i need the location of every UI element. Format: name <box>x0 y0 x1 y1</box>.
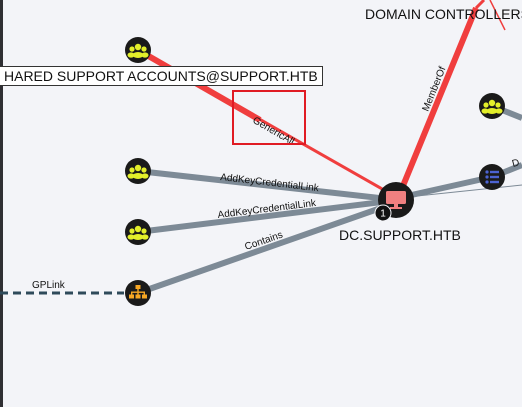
edge-memberof[interactable] <box>395 6 479 200</box>
list-icon <box>485 170 499 184</box>
gpo-node[interactable] <box>479 164 505 190</box>
group-node-right[interactable] <box>479 93 505 119</box>
edge-thin-red <box>489 0 506 31</box>
computer-monitor-icon <box>386 191 406 209</box>
group-node-shared-support[interactable] <box>125 37 151 63</box>
edge-right-thin <box>397 184 522 199</box>
edge-dc-right[interactable] <box>397 174 493 201</box>
node-label-domain-controllers[interactable]: DOMAIN CONTROLLERS@ <box>365 6 522 22</box>
edge-label-right-partial: D <box>511 157 521 169</box>
edge-memberof-tail <box>474 0 486 10</box>
edge-label-gplink: GPLink <box>32 280 66 291</box>
group-users-icon <box>127 43 149 58</box>
org-tree-icon <box>129 285 147 299</box>
annotation-highlight-box <box>232 90 306 145</box>
group-users-icon <box>127 225 149 240</box>
edge-akcl-1[interactable] <box>137 168 399 203</box>
node-label-shared-support[interactable]: HARED SUPPORT ACCOUNTS@SUPPORT.HTB <box>0 66 323 86</box>
computer-node-dc[interactable]: 1 <box>374 182 414 222</box>
edge-contains[interactable] <box>137 199 399 296</box>
node-count-badge-text: 1 <box>380 209 386 220</box>
edge-label-akcl-1: AddKeyCredentialLink <box>220 172 321 194</box>
group-users-icon <box>127 164 149 179</box>
left-panel-edge <box>0 0 3 407</box>
ou-node[interactable] <box>125 280 151 306</box>
node-count-badge: 1 <box>374 204 392 222</box>
group-users-icon <box>481 99 503 114</box>
group-node-akcl-2[interactable] <box>125 219 151 245</box>
group-node-akcl-1[interactable] <box>125 158 151 184</box>
edges <box>0 0 522 296</box>
edge-akcl-2[interactable] <box>137 197 399 235</box>
node-label-dc[interactable]: DC.SUPPORT.HTB <box>339 227 461 243</box>
